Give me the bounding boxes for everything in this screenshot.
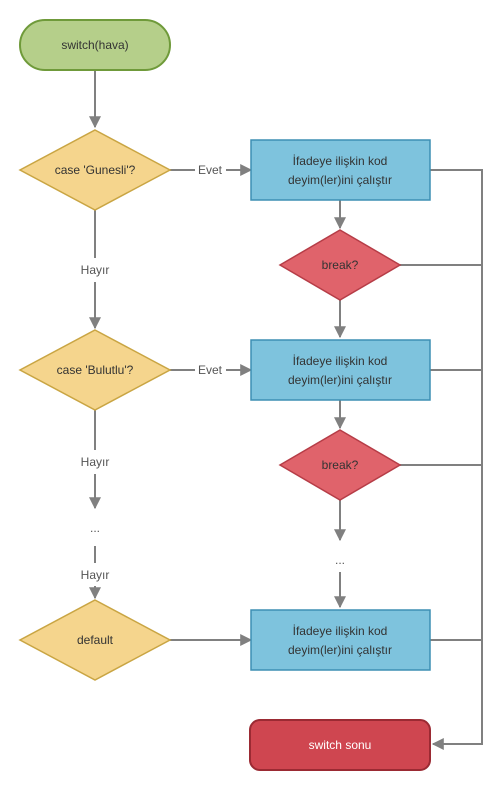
end-label: switch sonu <box>309 738 372 752</box>
process-box-2-shape <box>250 339 431 401</box>
break-decision-1-shape <box>278 229 402 301</box>
process-box-3-shape <box>250 609 431 671</box>
edge-label-yes-2: Evet <box>198 363 223 377</box>
process-box-1: İfadeye ilişkin kod deyim(ler)ini çalışt… <box>250 139 431 201</box>
start-shape <box>19 19 171 71</box>
process-box-3-line1: İfadeye ilişkin kod <box>293 624 388 638</box>
process-box-3-line2: deyim(ler)ini çalıştır <box>288 643 392 657</box>
decision-default: default <box>18 599 172 681</box>
decision-case1-shape <box>18 129 172 211</box>
edge-label-no-1: Hayır <box>81 263 110 277</box>
break-decision-1: break? <box>278 229 402 301</box>
decision-default-shape <box>18 599 172 681</box>
end-node: switch sonu <box>249 719 431 771</box>
start-label: switch(hava) <box>61 38 128 52</box>
edge-labels: Evet Evet Hayır Hayır Hayır ... ... <box>81 163 345 582</box>
break-decision-2: break? <box>278 429 402 501</box>
process-box-3: İfadeye ilişkin kod deyim(ler)ini çalışt… <box>250 609 431 671</box>
ellipsis-left: ... <box>90 521 100 535</box>
decision-case1: case 'Gunesli'? <box>18 129 172 211</box>
break-decision-1-label: break? <box>322 258 359 272</box>
ellipsis-right: ... <box>335 553 345 567</box>
process-box-2-line1: İfadeye ilişkin kod <box>293 354 388 368</box>
edge-label-no-2: Hayır <box>81 455 110 469</box>
process-box-2: İfadeye ilişkin kod deyim(ler)ini çalışt… <box>250 339 431 401</box>
decision-default-label: default <box>77 633 114 647</box>
decision-case2-shape <box>18 329 172 411</box>
process-box-1-shape <box>250 139 431 201</box>
decision-case2-label: case 'Bulutlu'? <box>57 363 134 377</box>
end-shape <box>249 719 431 771</box>
break-decision-2-shape <box>278 429 402 501</box>
process-box-2-line2: deyim(ler)ini çalıştır <box>288 373 392 387</box>
decision-case1-label: case 'Gunesli'? <box>55 163 136 177</box>
start-node: switch(hava) <box>19 19 171 71</box>
connectors <box>89 70 483 750</box>
edge-label-no-3: Hayır <box>81 568 110 582</box>
edge-label-yes-1: Evet <box>198 163 223 177</box>
process-box-1-line1: İfadeye ilişkin kod <box>293 154 388 168</box>
break-decision-2-label: break? <box>322 458 359 472</box>
decision-case2: case 'Bulutlu'? <box>18 329 172 411</box>
edge-bus-end <box>430 169 483 750</box>
process-box-1-line2: deyim(ler)ini çalıştır <box>288 173 392 187</box>
